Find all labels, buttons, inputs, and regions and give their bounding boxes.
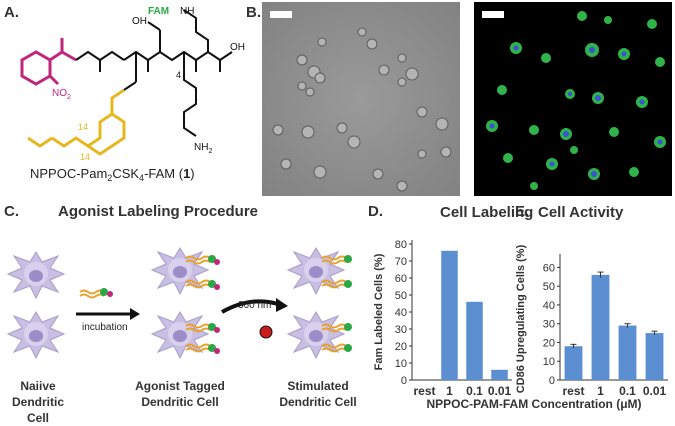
oh-end-label: OH [230,42,245,53]
y-tick-label: 30 [543,319,555,331]
x-tick-label: 0.1 [619,384,636,398]
x-tick-label: 0.01 [643,384,667,398]
y-tick-label: 60 [543,262,555,274]
panel-label-d: D. [368,203,383,220]
chemical-structure: FAM NH NO2 OH OH NH2 14 14 4 NPPOC-Pam2C… [20,6,245,183]
y-tick-label: 50 [543,281,555,293]
naive-cell-bottom [7,311,65,359]
x-tick-label: 0.01 [488,384,512,398]
chart-title: Cell Labeling [440,204,533,221]
y-tick-label: 80 [395,239,407,251]
nh2-label: NH2 [194,142,212,155]
y-axis-label: CD86 Upregulating Cells (%) [515,244,527,393]
shared-x-axis-label: NPPOC-PAM-FAM Concentration (μM) [426,397,641,411]
y-tick-label: 20 [543,337,555,349]
y-axis-label: Fam Labeled Cells (%) [373,253,385,370]
nh-label: NH [180,6,194,17]
y-tick-label: 40 [395,307,407,319]
y-tick-label: 50 [395,290,407,302]
repeat-14a: 14 [78,122,88,132]
repeat-4: 4 [176,70,181,80]
y-tick-label: 40 [543,300,555,312]
bar-0.1 [618,325,637,380]
x-tick-label: 1 [597,384,604,398]
x-tick-label: 0.1 [466,384,483,398]
bar-0.01 [491,369,508,380]
y-tick-label: 20 [395,341,407,353]
x-tick-label: 1 [446,384,453,398]
bar-0.01 [645,333,664,380]
procedure-diagram: incubation 360 nm [7,247,352,359]
bar-rest [564,346,583,380]
panel-label-b: B. [246,4,261,21]
y-tick-label: 70 [395,256,407,268]
released-group [259,325,273,339]
bar-1 [591,274,610,380]
scale-bar-fluor [482,11,504,18]
bar-1 [441,250,458,380]
step-360nm: 360 nm [238,300,271,311]
panel-label-c: C. [4,203,19,220]
x-tick-label: rest [413,384,435,398]
y-tick-label: 10 [543,356,555,368]
panel-label-a: A. [4,4,19,21]
fluorescence-image [474,2,672,196]
naive-cell-top [7,251,65,299]
bar-0.1 [466,301,483,380]
brightfield-image [262,2,460,196]
y-tick-label: 10 [395,358,407,370]
y-tick-label: 30 [395,324,407,336]
chart-title: Cell Activity [538,204,624,221]
no2-label: NO2 [52,88,71,101]
panel-label-e: E. [515,203,530,220]
step-incubation: incubation [82,322,128,333]
y-tick-label: 0 [549,375,555,387]
repeat-14b: 14 [80,152,90,162]
procedure-title: Agonist Labeling Procedure [58,203,259,220]
fam-label: FAM [148,6,169,17]
y-tick-label: 60 [395,273,407,285]
x-tick-label: rest [562,384,584,398]
y-tick-label: 0 [401,375,407,387]
scale-bar [270,11,292,18]
compound-caption: NPPOC-Pam2CSK4-FAM (1) [30,166,195,183]
oh-side-label: OH [132,16,147,27]
